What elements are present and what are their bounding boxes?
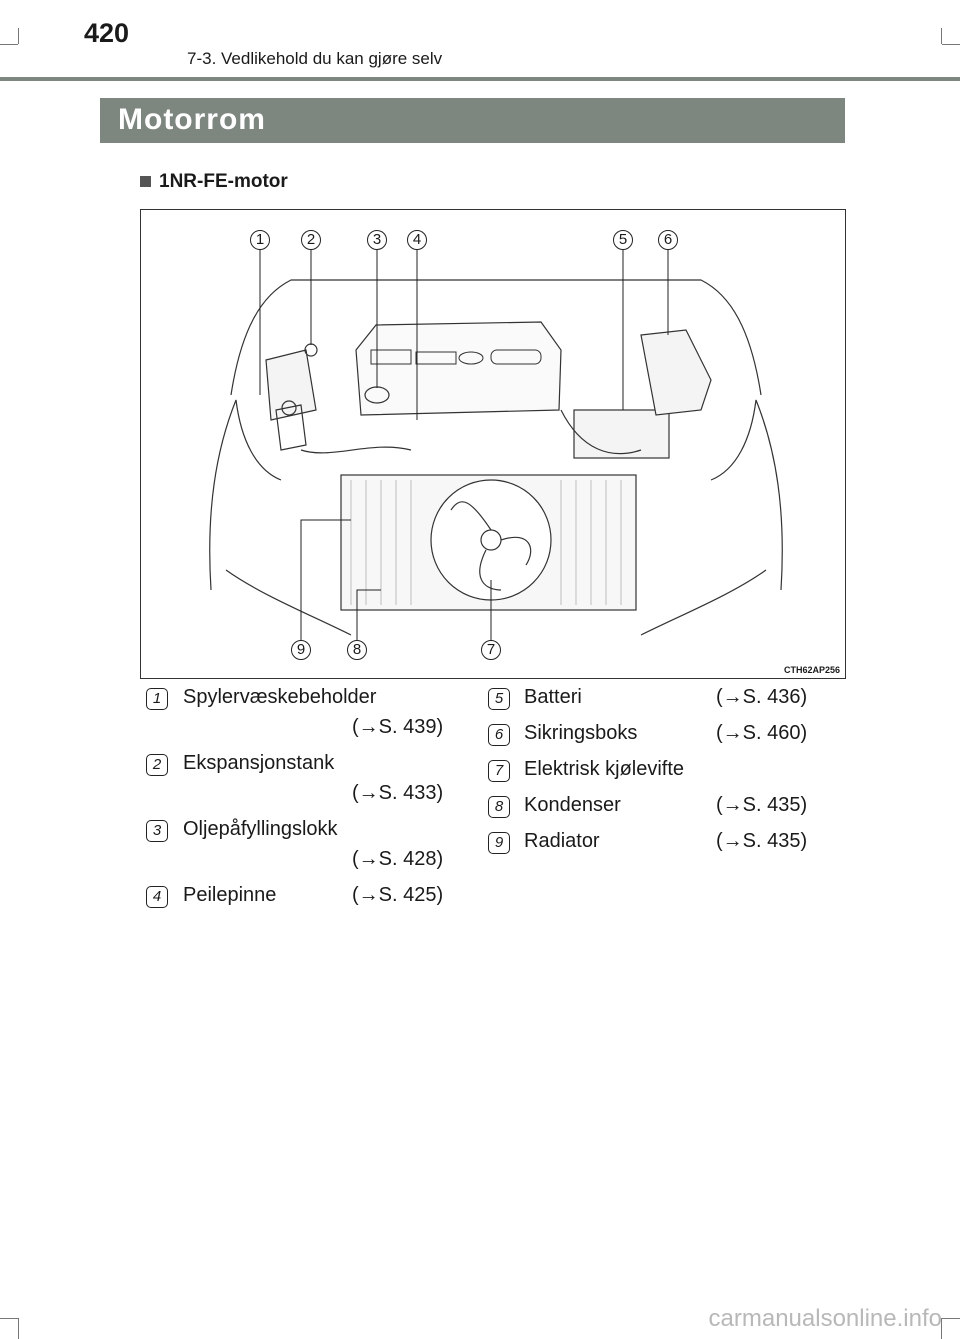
legend-label-9: Radiator [524, 830, 600, 852]
legend-label-3: Oljepåfyllingslokk [183, 818, 338, 840]
legend-number-2: 2 [146, 754, 168, 776]
leader-8 [356, 589, 381, 640]
expansion-cap [281, 400, 297, 416]
subsection-title: 1NR-FE-motor [159, 171, 288, 192]
legend-label-1: Spylervæskebeholder [183, 686, 377, 708]
bumper-right [640, 569, 767, 636]
watermark: carmanualsonline.info [708, 1305, 942, 1332]
legend-label-5: Batteri [524, 686, 582, 708]
chapter-title: 7-3. Vedlikehold du kan gjøre selv [187, 49, 443, 68]
section-title: Motorrom [118, 103, 266, 136]
crop-mark [18, 28, 19, 44]
legend-label-7: Elektrisk kjølevifte [524, 758, 685, 780]
legend-ref-9: (→S. 435) [716, 830, 808, 852]
hood-outline [230, 279, 762, 396]
radiator-fins [350, 480, 622, 605]
legend-ref-5: (→S. 436) [716, 686, 808, 708]
crop-mark [0, 44, 18, 45]
legend-ref-4: (→S. 425) [352, 884, 444, 906]
legend-label-6: Sikringsboks [524, 722, 638, 744]
callout-5: 5 [613, 230, 633, 250]
callout-1: 1 [250, 230, 270, 250]
figure-code: CTH62AP256 [783, 665, 840, 675]
leader-9 [300, 519, 351, 640]
bumper-left [225, 569, 352, 636]
legend-ref-1: (→S. 439) [352, 716, 444, 738]
header-rule [0, 77, 960, 81]
callout-8: 8 [347, 640, 367, 660]
engine-bay-figure: 1 2 3 4 5 6 7 8 9 CTH62AP256 [140, 209, 846, 679]
legend-number-1: 1 [146, 688, 168, 710]
legend-number-3: 3 [146, 820, 168, 842]
legend-ref-3: (→S. 428) [352, 848, 444, 870]
callout-7: 7 [481, 640, 501, 660]
callout-3: 3 [367, 230, 387, 250]
reservoir-cap [304, 343, 318, 357]
legend-number-9: 9 [488, 832, 510, 854]
crop-mark [942, 1318, 960, 1319]
callout-6: 6 [658, 230, 678, 250]
engine-cover [355, 321, 562, 416]
callout-9: 9 [291, 640, 311, 660]
expansion-tank [275, 404, 307, 451]
bullet-square-icon [140, 176, 151, 187]
crop-mark [0, 1318, 18, 1319]
engine-bay-illustration [209, 250, 783, 640]
section-banner [100, 98, 845, 143]
legend-number-8: 8 [488, 796, 510, 818]
callout-4: 4 [407, 230, 427, 250]
legend-ref-2: (→S. 433) [352, 782, 444, 804]
legend-number-4: 4 [146, 886, 168, 908]
legend-number-6: 6 [488, 724, 510, 746]
legend-ref-8: (→S. 435) [716, 794, 808, 816]
legend-label-4: Peilepinne [183, 884, 277, 906]
page-number: 420 [84, 18, 130, 48]
vvt-lettering [370, 349, 542, 365]
crop-mark [941, 28, 942, 44]
fender-right [710, 399, 783, 591]
legend-ref-6: (→S. 460) [716, 722, 808, 744]
hoses [300, 409, 642, 455]
legend-label-2: Ekspansjonstank [183, 752, 335, 774]
fan-blades [450, 501, 532, 591]
crop-mark [18, 1318, 19, 1339]
legend-number-5: 5 [488, 688, 510, 710]
battery [573, 409, 670, 459]
callout-2: 2 [301, 230, 321, 250]
crop-mark [941, 1318, 942, 1339]
legend-label-8: Kondenser [524, 794, 621, 816]
fuse-box [640, 329, 712, 416]
legend-number-7: 7 [488, 760, 510, 782]
washer-reservoir [265, 349, 317, 421]
crop-mark [942, 44, 960, 45]
fender-left [209, 399, 282, 591]
